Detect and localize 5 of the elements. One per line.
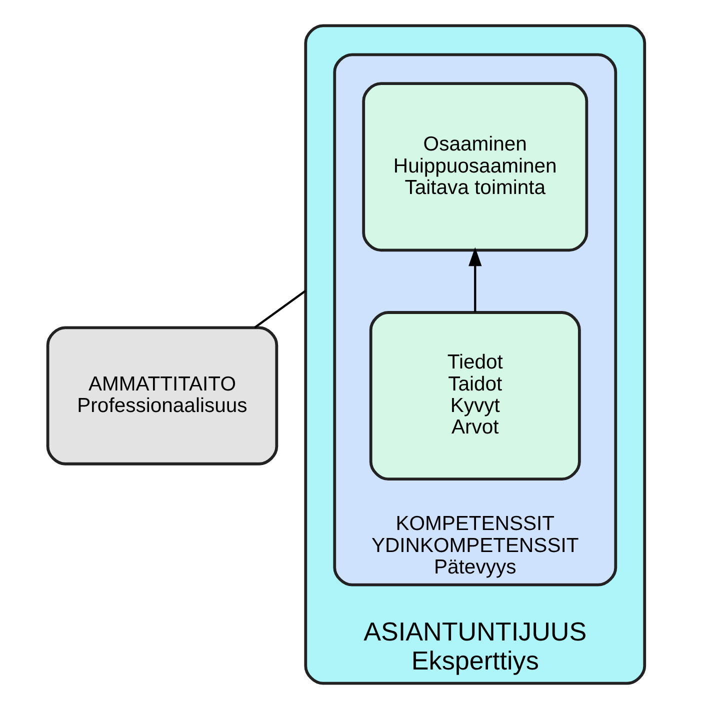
node-box: Tiedot Taidot Kyvyt Arvot xyxy=(368,311,580,481)
arrow xyxy=(468,247,482,312)
connector xyxy=(254,290,306,328)
node-box: AMMATTITAITO Professionaalisuus xyxy=(46,326,278,466)
node-box: Osaaminen Huippuosaaminen Taitava toiminta xyxy=(362,82,588,252)
